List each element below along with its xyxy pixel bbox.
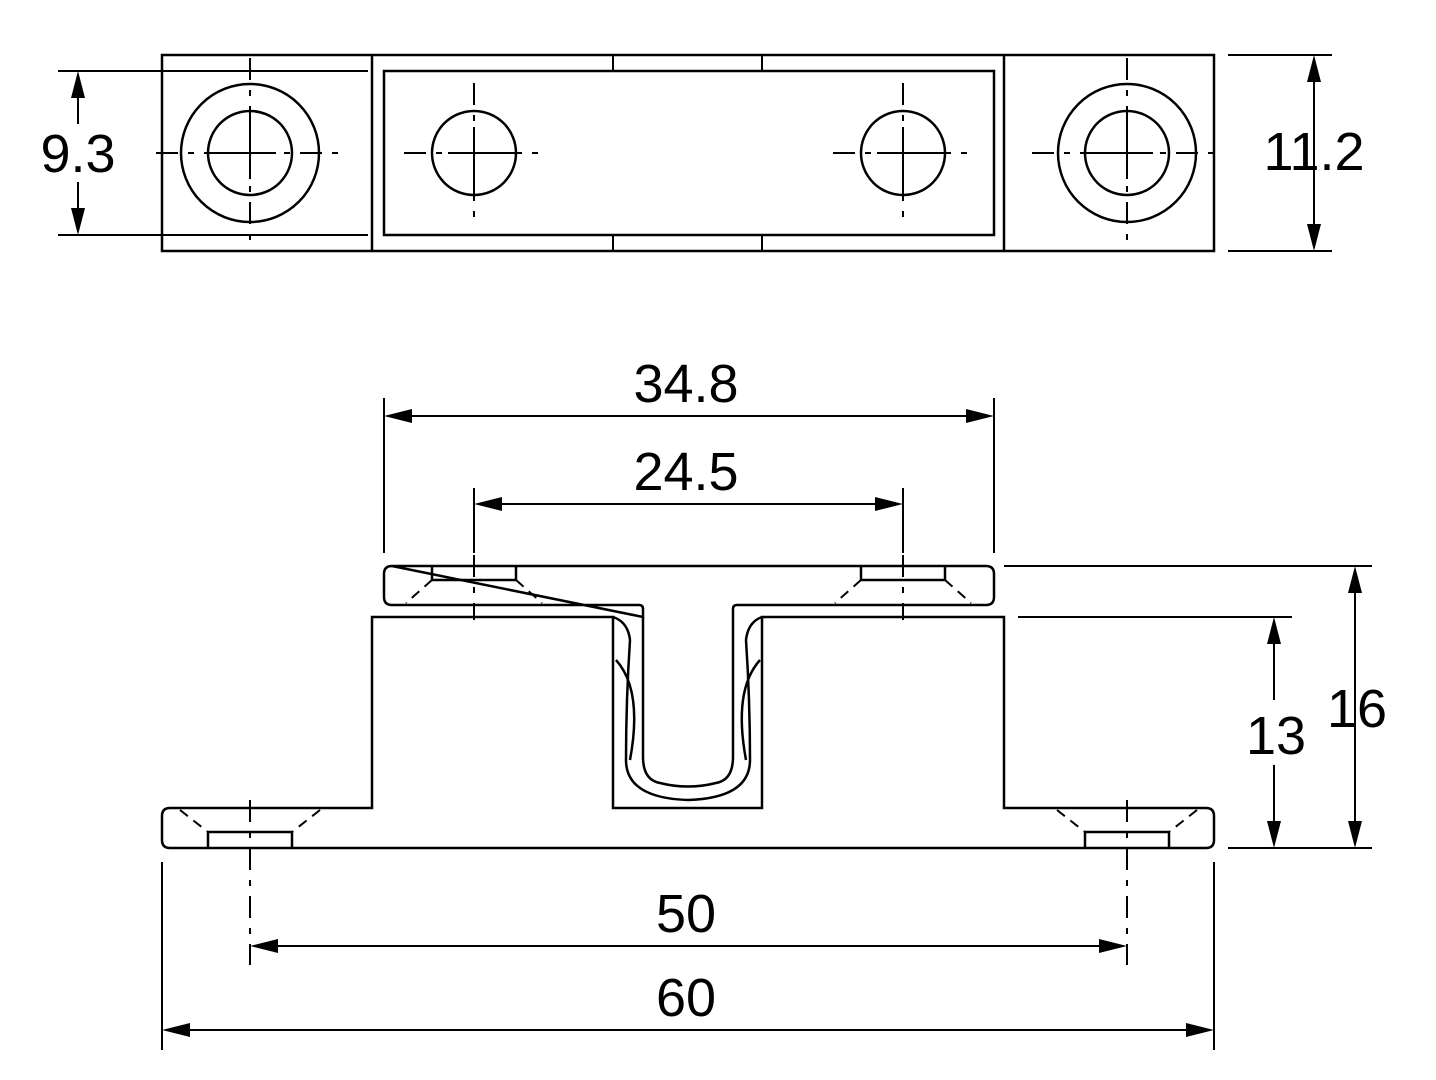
dim-top-outer-height: 11.2 xyxy=(1228,54,1365,252)
plate-countersink-left xyxy=(405,555,543,620)
plate-outline xyxy=(382,564,996,619)
dim-top-inner-height: 9.3 xyxy=(40,70,368,236)
top-plate-outline xyxy=(382,69,996,237)
dim-label-13: 13 xyxy=(1246,706,1306,766)
dim-label-11-2: 11.2 xyxy=(1263,122,1364,182)
base-countersink-left xyxy=(179,800,321,965)
catch-tongue xyxy=(612,615,763,802)
front-view: 34.8 24.5 13 16 xyxy=(160,354,1387,1050)
dim-plate-hole-spacing: 24.5 xyxy=(473,442,904,553)
dim-label-60: 60 xyxy=(656,968,716,1028)
base-body-outline xyxy=(160,615,1216,850)
dim-label-9-3: 9.3 xyxy=(40,124,115,184)
dim-label-34-8: 34.8 xyxy=(633,354,738,414)
dim-total-length: 60 xyxy=(161,862,1215,1050)
top-view: 9.3 11.2 xyxy=(40,53,1365,253)
dim-base-hole-spacing: 50 xyxy=(250,884,1127,953)
dim-plate-width: 34.8 xyxy=(383,354,995,553)
top-right-hole xyxy=(1032,58,1222,248)
top-plate-hole-right xyxy=(833,83,973,223)
dim-label-24-5: 24.5 xyxy=(633,442,738,502)
plate-countersink-right xyxy=(834,555,972,620)
dim-base-height: 13 xyxy=(1246,617,1306,848)
dim-label-50: 50 xyxy=(656,884,716,944)
dim-total-height: 16 xyxy=(1327,566,1387,848)
top-left-hole xyxy=(156,58,346,248)
dim-label-16: 16 xyxy=(1327,679,1387,739)
top-plate-hole-left xyxy=(404,83,544,223)
base-countersink-right xyxy=(1056,800,1198,965)
